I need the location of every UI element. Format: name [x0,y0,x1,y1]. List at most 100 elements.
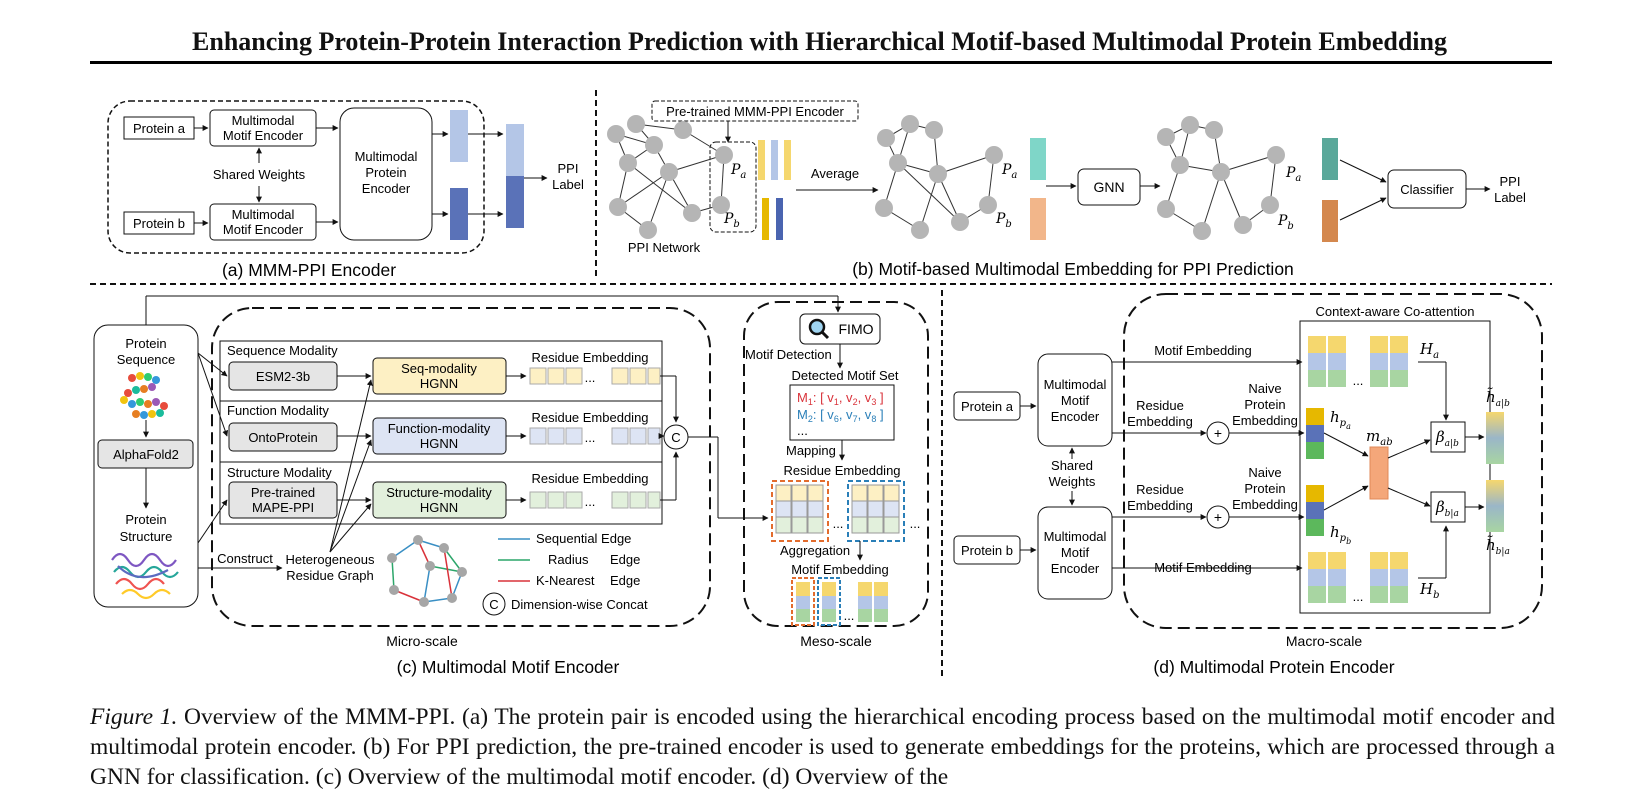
concat-bar-bottom [506,176,524,228]
concat-symbol: C [671,430,680,445]
mape-l2: MAPE-PPI [252,500,314,515]
construct-label: Construct [217,551,273,566]
residue-embedding-meso: Residue Embedding [783,463,900,478]
figure-caption: Figure 1. Overview of the MMM-PPI. (a) T… [90,702,1555,792]
bar-yellow-2 [784,140,791,180]
pb-label-2: Pb [995,211,1012,230]
func-hgnn-l2: HGNN [420,436,458,451]
macro-scale-label: Macro-scale [1286,633,1362,649]
beta-ba-box [1430,491,1466,523]
legend-radius: Radius [548,552,589,567]
protein-a-label-d: Protein a [961,399,1014,414]
mape-l1: Pre-trained [251,485,315,500]
figure-caption-text: Overview of the MMM-PPI. (a) The protein… [90,704,1555,790]
ellipsis-row-2: ... [585,430,596,445]
protein-encoder-l2: Protein [365,165,406,180]
detected-motif-set-label: Detected Motif Set [792,368,899,383]
motif-encoder-top-l1: Multimodal [232,113,295,128]
residue-embedding-b-l1: Residue [1136,482,1184,497]
hetero-graph-l1: Heterogeneous [286,552,375,567]
ppi-network-3-nodes [1157,116,1285,240]
beta-ab-box [1430,421,1466,453]
mapping-label: Mapping [786,443,836,458]
bar-teal-1 [1030,138,1046,180]
residue-embedding-label-3: Residue Embedding [531,471,648,486]
panel-c-caption: (c) Multimodal Motif Encoder [397,657,620,677]
panel-d-caption: (d) Multimodal Protein Encoder [1153,657,1394,677]
hpa-label: hpa [1330,408,1351,431]
micro-scale-frame [211,307,711,627]
naive-b-l1: Naive [1248,465,1281,480]
motif-encoder-top-l2: Motif Encoder [223,128,304,143]
residue-row-func [529,427,661,445]
ppi-network-1-nodes [607,115,733,239]
esm-label: ESM2-3b [256,369,310,384]
legend-concat-symbol: C [489,597,498,612]
legend-sequential: Sequential Edge [536,531,631,546]
motif-embedding-b: Motif Embedding [1154,560,1252,575]
residue-embedding-a-l2: Embedding [1127,414,1193,429]
meso-ellipsis-2: ... [910,516,921,531]
panel-d: Protein a Protein b Multimodal Motif Enc… [953,293,1543,677]
protein-encoder-box [339,107,433,241]
sequence-modality-label: Sequence Modality [227,343,338,358]
ppi-label-b-l2: Label [1494,190,1526,205]
hpa-column [1306,408,1324,459]
residue-embedding-b-l2: Embedding [1127,498,1193,513]
hetero-graph-l2: Residue Graph [286,568,373,583]
shared-weights-d-l1: Shared [1051,458,1093,473]
ha-matrix [1308,336,1408,387]
legend-concat-circle [482,592,506,616]
motif-highlight-blue [847,480,905,542]
motif-set-item-2: M2: [ v6, v7, v8 ] [797,407,884,424]
panel-c: Protein Sequence AlphaFold2 Protein Stru… [93,295,929,677]
pa-label-2: Pa [1001,162,1017,181]
gnn-box [1077,168,1141,206]
hetero-to-hgnn-lines [329,379,373,553]
bar-darkblue-1 [776,198,783,240]
shared-weights-label: Shared Weights [213,167,306,182]
bar-orange-2 [1322,200,1338,242]
protein-b-label: Protein b [133,216,185,231]
onto-box [228,422,338,452]
protein-sequence-l2: Sequence [117,352,176,367]
naive-a-l2: Protein [1244,397,1285,412]
residue-embedding-label-1: Residue Embedding [531,350,648,365]
plus-symbol-a: + [1214,425,1222,441]
output-bar-ba [1486,480,1504,532]
ellipsis-row-1: ... [585,370,596,385]
figure-caption-label: Figure 1. [90,704,178,730]
plus-symbol-b: + [1214,509,1222,525]
magnifier-icon [808,318,826,336]
pretrained-label: Pre-trained MMM-PPI Encoder [666,104,844,119]
seq-hgnn-l1: Seq-modality [401,361,477,376]
motif-set-box [789,384,895,441]
encoder-b-l3: Encoder [1051,561,1100,576]
beta-ba-label: βb|a [1435,498,1459,519]
protein-sequence-l1: Protein [125,336,166,351]
encoder-b-l2: Motif [1061,545,1090,560]
micro-scale-label: Micro-scale [386,633,458,649]
residue-row-seq [529,367,661,385]
motif-set-ellipsis: ... [797,423,808,438]
encoder-b-box [1037,506,1113,600]
meso-ellipsis-1: ... [833,516,844,531]
panel-b: Pre-trained MMM-PPI Encoder Pa Pb PPI Ne… [607,100,1526,279]
page-title: Enhancing Protein-Protein Interaction Pr… [192,27,1447,56]
legend-concat: Dimension-wise Concat [511,597,648,612]
embedding-bar-a [450,110,468,162]
seq-hgnn-l2: HGNN [420,376,458,391]
naive-a-l1: Naive [1248,381,1281,396]
ppi-label-a-l2: Label [552,177,584,192]
mab-bar [1369,446,1389,500]
residue-embedding-a-l1: Residue [1136,398,1184,413]
protein-structure-l1: Protein [125,512,166,527]
ppi-network-2-nodes [875,115,1003,239]
classifier-label: Classifier [1400,182,1454,197]
ppi-label-a-l1: PPI [558,161,579,176]
struct-hgnn-l2: HGNN [420,500,458,515]
motif-highlight-red [771,480,829,542]
meso-scale-label: Meso-scale [800,633,872,649]
protein-a-label: Protein a [133,121,186,136]
hb-matrix [1308,552,1408,603]
